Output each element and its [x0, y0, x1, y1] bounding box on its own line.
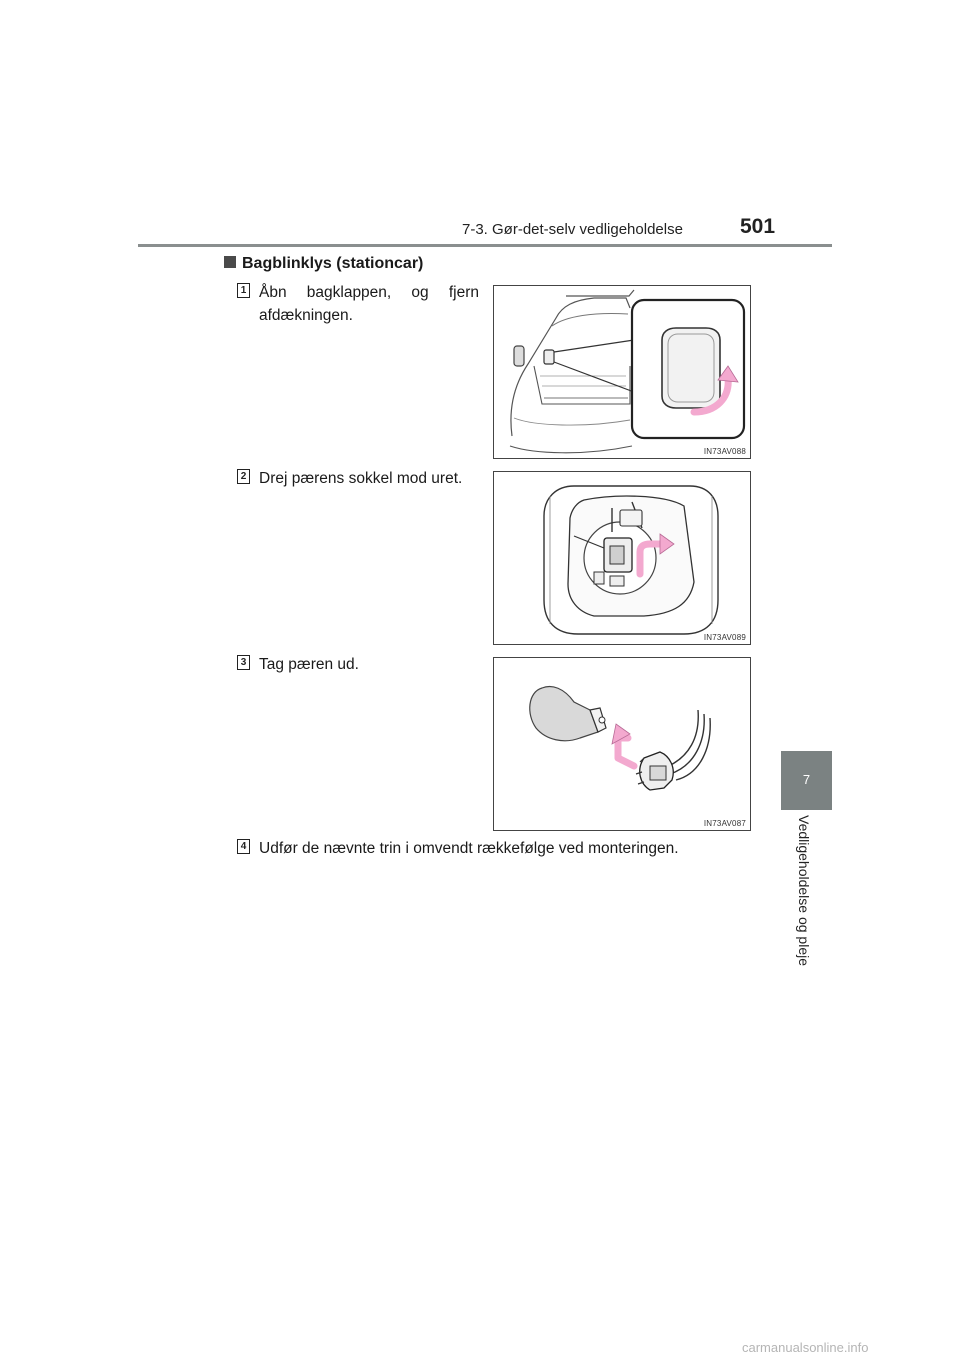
step-number-4: 4: [237, 839, 250, 854]
chapter-tab: 7: [781, 751, 832, 810]
step-number-1: 1: [237, 283, 250, 298]
section-title: Bagblinklys (stationcar): [224, 255, 423, 273]
step-number-2: 2: [237, 469, 250, 484]
figure-code: IN73AV087: [703, 819, 746, 828]
section-header: 7-3. Gør-det-selv vedligeholdelse: [462, 221, 683, 238]
step-number-3: 3: [237, 655, 250, 670]
figure-code: IN73AV088: [703, 447, 746, 456]
step-text-1: Åbn bagklappen, og fjern afdækningen.: [259, 284, 479, 324]
figure-code: IN73AV089: [703, 633, 746, 642]
chapter-title: Vedligeholdelse og pleje: [796, 815, 812, 967]
socket-illustration: [543, 485, 719, 635]
square-bullet-icon: [224, 256, 236, 268]
step-text-4: Udfør de nævnte trin i omvendt rækkefølg…: [259, 840, 679, 857]
step-text-2: Drej pærens sokkel mod uret.: [259, 470, 463, 487]
figure-rotate-socket: IN73AV089: [493, 471, 751, 645]
bulb-illustration: [529, 685, 711, 791]
figure-remove-bulb: IN73AV087: [493, 657, 751, 831]
chapter-number: 7: [802, 772, 811, 787]
tailgate-illustration: [509, 289, 746, 454]
watermark: carmanualsonline.info: [742, 1340, 869, 1355]
step-text-3: Tag pæren ud.: [259, 656, 359, 673]
figure-open-tailgate: IN73AV088: [493, 285, 751, 459]
header-divider: [138, 244, 832, 247]
page-number: 501: [740, 215, 776, 238]
section-title-text: Bagblinklys (stationcar): [242, 255, 424, 272]
